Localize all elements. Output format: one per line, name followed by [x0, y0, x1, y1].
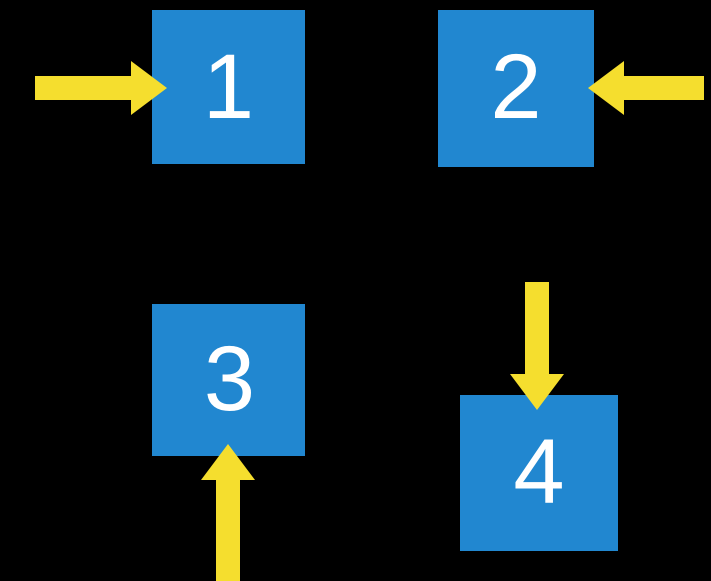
- node-box-4[interactable]: [460, 395, 618, 551]
- arrow-into-node-4-icon: [510, 282, 564, 410]
- arrow-into-node-2-icon: [588, 61, 704, 115]
- node-label-4: 4: [513, 421, 565, 523]
- arrow-into-node-3-icon: [201, 444, 255, 581]
- arrow-into-node-1-icon: [35, 61, 167, 115]
- node-label-2: 2: [490, 36, 542, 138]
- node-box-1[interactable]: [152, 10, 305, 164]
- node-label-3: 3: [203, 328, 256, 430]
- node-label-1: 1: [202, 36, 255, 138]
- node-box-2[interactable]: [438, 10, 594, 167]
- node-box-3[interactable]: [152, 304, 305, 456]
